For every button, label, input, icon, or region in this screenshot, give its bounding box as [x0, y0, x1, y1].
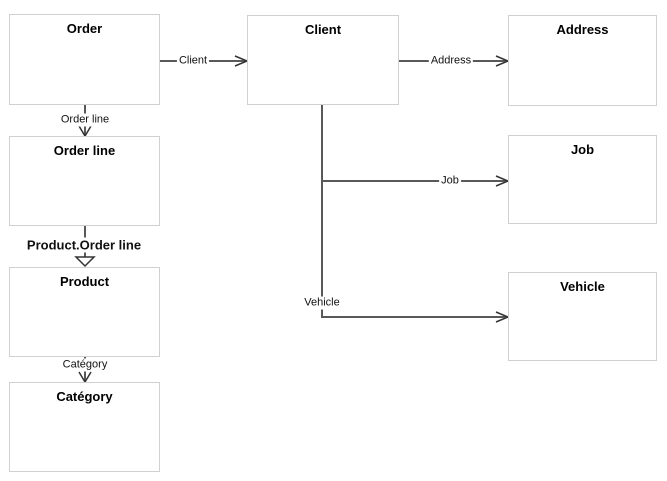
entity-order-line[interactable]: Order line	[9, 136, 160, 226]
entity-order[interactable]: Order	[9, 14, 160, 105]
edge-line-client-to-vehicle	[321, 105, 507, 318]
edge-label-orderline-to-product: Product.Order line	[24, 237, 144, 253]
entity-product[interactable]: Product	[9, 267, 160, 357]
entity-title-order-line: Order line	[53, 143, 116, 158]
entity-title-client: Client	[304, 22, 342, 37]
entity-job[interactable]: Job	[508, 135, 657, 224]
edge-label-client-to-vehicle: Vehicle	[302, 296, 342, 310]
entity-title-product: Product	[59, 274, 110, 289]
entity-address[interactable]: Address	[508, 15, 657, 106]
edge-label-client-to-job: Job	[439, 174, 461, 188]
edge-label-order-to-client: Client	[176, 54, 210, 68]
edge-label-product-to-category: Catégory	[60, 358, 110, 372]
entity-category[interactable]: Catégory	[9, 382, 160, 472]
entity-client[interactable]: Client	[247, 15, 399, 105]
entity-vehicle[interactable]: Vehicle	[508, 272, 657, 361]
edge-label-order-to-orderline: Order line	[58, 113, 112, 127]
edge-label-client-to-address: Address	[428, 54, 474, 68]
entity-title-order: Order	[66, 21, 103, 36]
entity-title-address: Address	[556, 22, 609, 37]
triangle-arrowhead-icon-orderline-to-product	[74, 256, 96, 268]
entity-title-category: Catégory	[56, 389, 113, 404]
edge-line-client-to-job	[321, 105, 507, 182]
entity-title-job: Job	[570, 142, 595, 157]
entity-title-vehicle: Vehicle	[560, 279, 605, 294]
